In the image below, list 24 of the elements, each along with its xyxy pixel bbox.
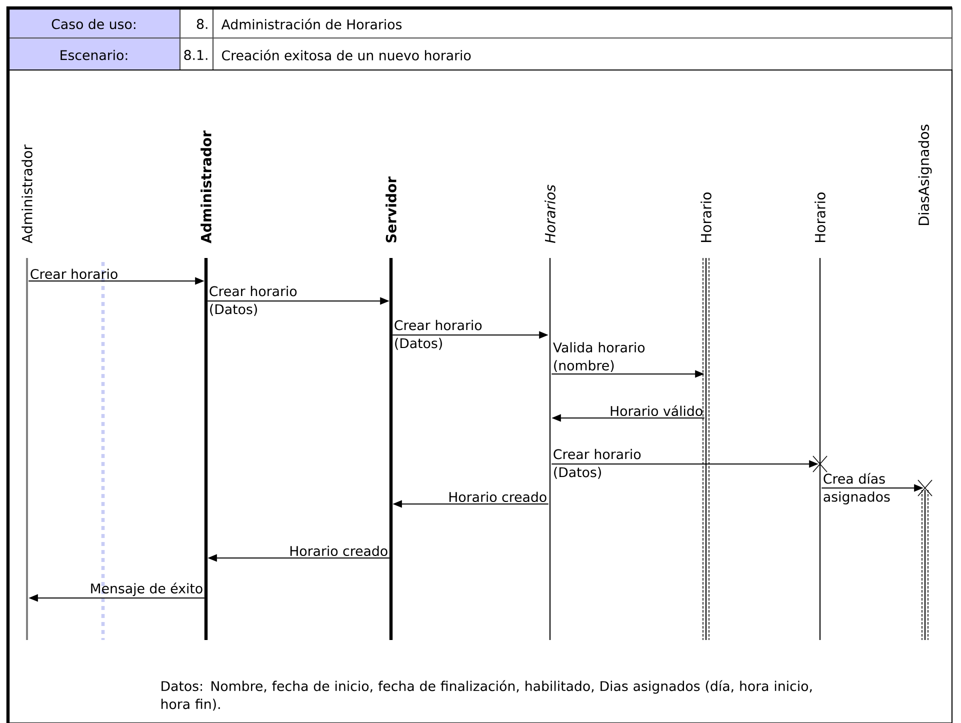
table-cell: Creación exitosa de un nuevo horario: [212, 37, 953, 71]
lifeline-header: Horarios: [544, 184, 556, 244]
table-cell: 8.1.: [179, 37, 214, 71]
header-cell: Caso de uso:: [7, 7, 181, 39]
note-text: Datos: Nombre, fecha de inicio, fecha de finalización, habilitado, Dias asignados (día, hora inicio, hora fin).: [161, 680, 812, 711]
edge-label: Crea días asignados: [824, 472, 890, 504]
edge-label: Horario creado: [290, 546, 388, 556]
lifeline-header: Horario: [700, 192, 712, 242]
lifeline-header: DiasAsignados: [918, 124, 932, 226]
lifeline-header: Horario: [814, 192, 826, 242]
edge-label: Crear horario (Datos): [554, 448, 641, 479]
lifeline-header: Servidor: [386, 176, 396, 242]
edge-label: Crear horario (Datos): [394, 320, 482, 350]
table-cell: Administración de Horarios: [212, 7, 953, 39]
lifeline-header: Administrador: [22, 144, 32, 244]
header-cell: Escenario:: [7, 37, 181, 71]
lifeline-header: Administrador: [200, 130, 212, 244]
edge-label: Mensaje de éxito: [91, 582, 202, 596]
table-cell: 8.: [179, 7, 214, 39]
edge-label: Crear horario (Datos): [210, 286, 297, 316]
edge-label: Crear horario: [30, 268, 118, 280]
edge-label: Valida horario (nombre): [553, 342, 645, 372]
edge-label: Horario creado: [449, 492, 546, 502]
edge-label: Horario válido: [610, 405, 702, 416]
